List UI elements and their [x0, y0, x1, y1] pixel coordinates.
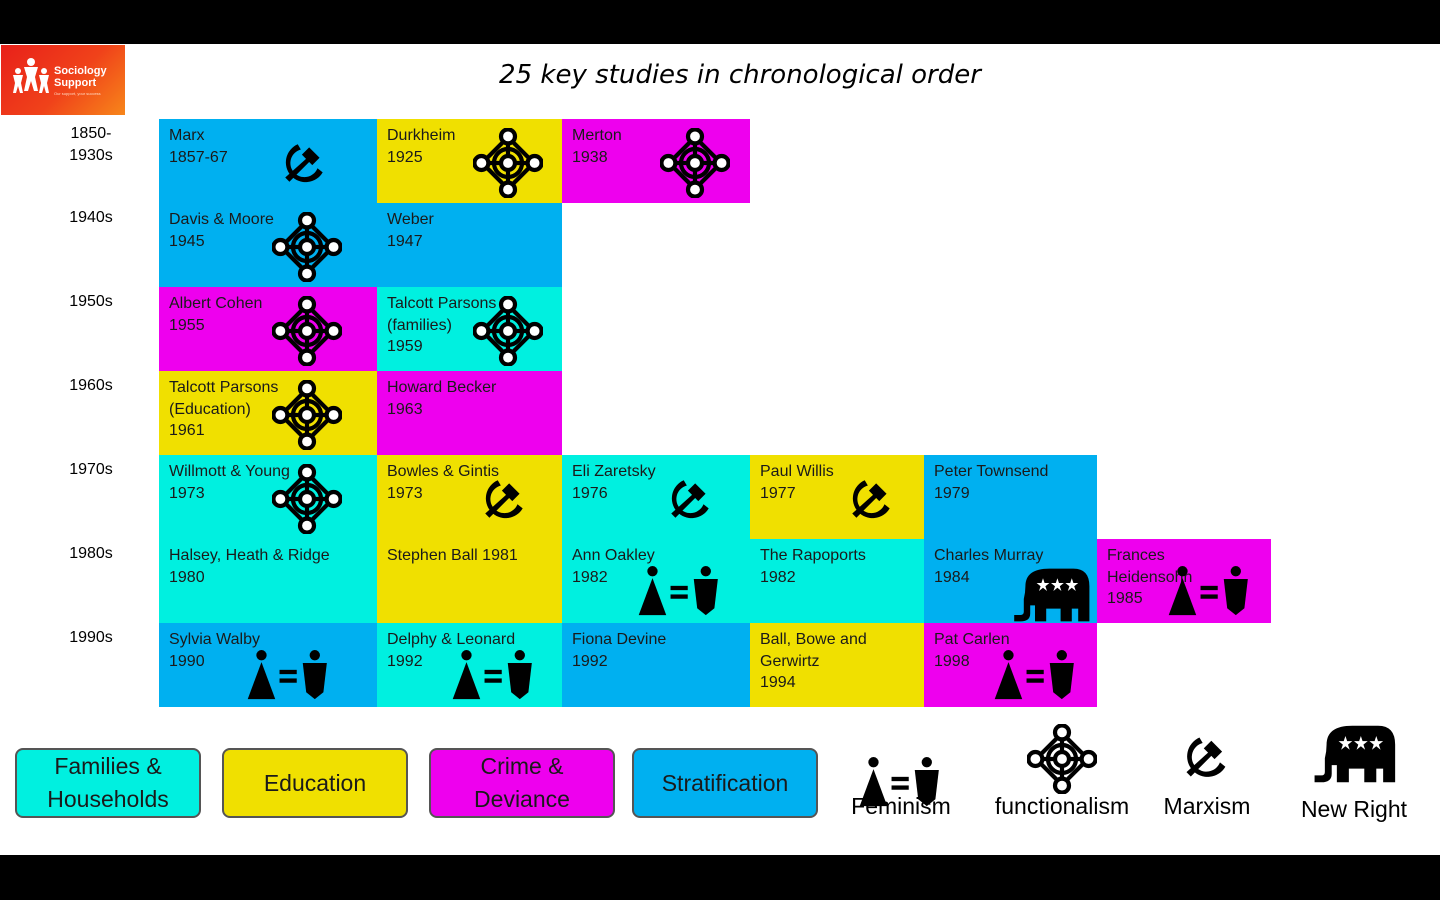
study-cell: Delphy & Leonard 1992 [377, 623, 562, 707]
study-label: Talcott Parsons (Education) 1961 [169, 379, 279, 439]
legend-theory-label: New Right [1300, 796, 1408, 822]
functionalism-icon [272, 212, 342, 282]
study-label: Talcott Parsons (families) 1959 [387, 295, 497, 355]
marxism-icon [852, 480, 890, 519]
marxism-icon [285, 144, 323, 183]
study-cell: Talcott Parsons (families) 1959 [377, 287, 562, 371]
logo-brand-line1: Sociology [54, 65, 107, 77]
study-cell: Durkheim 1925 [377, 119, 562, 203]
legend-topic-families: Families & Households [15, 748, 201, 818]
page-title: 25 key studies in chronological order [499, 60, 981, 90]
study-cell: Willmott & Young 1973 [159, 455, 377, 539]
study-cell: Weber 1947 [377, 203, 562, 287]
study-cell: Paul Willis 1977 [750, 455, 924, 539]
study-label: Bowles & Gintis 1973 [387, 463, 500, 502]
functionalism-icon [473, 296, 543, 366]
feminism-icon [638, 566, 718, 616]
study-label: Albert Cohen 1955 [169, 295, 263, 334]
marxism-icon [671, 480, 709, 519]
logo-brand-line2: Support [54, 77, 97, 89]
study-label: Paul Willis 1977 [760, 463, 834, 502]
study-label: Ann Oakley 1982 [572, 547, 655, 586]
study-label: Merton 1938 [572, 127, 622, 166]
functionalism-icon [473, 128, 543, 198]
legend-topic-crime: Crime & Deviance [429, 748, 615, 818]
study-cell: Stephen Ball 1981 [377, 539, 562, 623]
study-label: Pat Carlen 1998 [934, 631, 1010, 670]
legend-theory-label: functionalism [994, 793, 1130, 819]
study-label: Howard Becker 1963 [387, 379, 497, 418]
decade-label: 1980s [69, 545, 113, 562]
study-cell: Fiona Devine 1992 [562, 623, 750, 707]
new-right-icon [1314, 725, 1396, 783]
study-cell: Frances Heidensohn 1985 [1097, 539, 1271, 623]
study-cell: Ann Oakley 1982 [562, 539, 750, 623]
functionalism-icon [272, 464, 342, 534]
study-cell: Davis & Moore 1945 [159, 203, 377, 287]
study-cell: Eli Zaretsky 1976 [562, 455, 750, 539]
slide: Sociology Support Our support, your succ… [0, 44, 1440, 855]
study-label: Durkheim 1925 [387, 127, 456, 166]
decade-label: 1990s [69, 629, 113, 646]
new-right-icon [1014, 568, 1090, 622]
study-label: Sylvia Walby 1990 [169, 631, 260, 670]
functionalism-icon [660, 128, 730, 198]
study-label: Weber 1947 [387, 211, 434, 250]
study-cell: Howard Becker 1963 [377, 371, 562, 455]
decade-label: 1950s [69, 293, 113, 310]
legend-topic-education: Education [222, 748, 408, 818]
study-cell: The Rapoports 1982 [750, 539, 924, 623]
functionalism-icon [1027, 724, 1097, 794]
feminism-icon [247, 650, 327, 700]
study-label: Charles Murray 1984 [934, 547, 1044, 586]
study-label: Frances Heidensohn 1985 [1107, 547, 1193, 607]
marxism-icon [1186, 737, 1226, 777]
functionalism-icon [272, 296, 342, 366]
study-label: Halsey, Heath & Ridge 1980 [169, 547, 330, 586]
legend-topic-stratification: Stratification [632, 748, 818, 818]
study-cell: Sylvia Walby 1990 [159, 623, 377, 707]
decade-label: 1970s [69, 461, 113, 478]
study-label: Delphy & Leonard 1992 [387, 631, 516, 670]
study-label: Marx 1857-67 [169, 127, 228, 166]
people-logo-icon [13, 58, 49, 93]
study-cell: Peter Townsend 1979 [924, 455, 1097, 539]
study-cell: Talcott Parsons (Education) 1961 [159, 371, 377, 455]
logo-tagline: Our support, your success [54, 91, 101, 96]
study-cell: Merton 1938 [562, 119, 750, 203]
study-cell: Ball, Bowe and Gerwirtz 1994 [750, 623, 924, 707]
decade-label: 1960s [69, 377, 113, 394]
study-cell: Bowles & Gintis 1973 [377, 455, 562, 539]
study-label: Fiona Devine 1992 [572, 631, 667, 670]
legend-theory-label: Marxism [1163, 793, 1251, 819]
study-label: Ball, Bowe and Gerwirtz 1994 [760, 631, 867, 691]
study-label: Willmott & Young 1973 [169, 463, 290, 502]
study-cell: Charles Murray 1984 [924, 539, 1097, 623]
feminism-icon [859, 757, 939, 807]
feminism-icon [1168, 566, 1248, 616]
study-label: Eli Zaretsky 1976 [572, 463, 656, 502]
study-label: Davis & Moore 1945 [169, 211, 274, 250]
study-cell: Pat Carlen 1998 [924, 623, 1097, 707]
decade-label: 1940s [69, 209, 113, 226]
legend-theory-label: Feminism [851, 793, 951, 819]
marxism-icon [485, 480, 523, 519]
functionalism-icon [272, 380, 342, 450]
feminism-icon [452, 650, 532, 700]
feminism-icon [994, 650, 1074, 700]
study-cell: Albert Cohen 1955 [159, 287, 377, 371]
study-label: Peter Townsend 1979 [934, 463, 1049, 502]
decade-label: 1850- 1930s [69, 125, 113, 164]
study-label: Stephen Ball 1981 [387, 547, 518, 564]
study-cell: Halsey, Heath & Ridge 1980 [159, 539, 377, 623]
study-label: The Rapoports 1982 [760, 547, 866, 586]
study-cell: Marx 1857-67 [159, 119, 377, 203]
sociology-support-logo: Sociology Support Our support, your succ… [1, 45, 125, 115]
